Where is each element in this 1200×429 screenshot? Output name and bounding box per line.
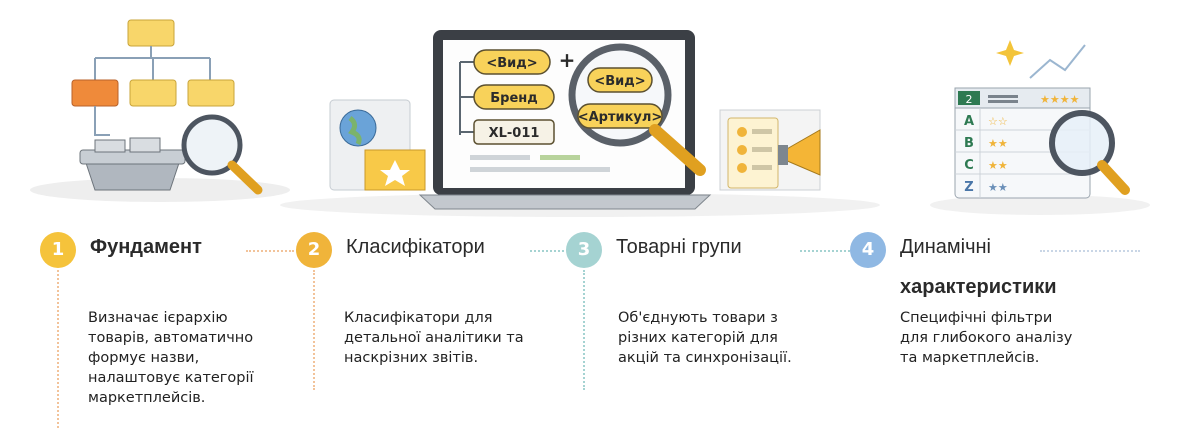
svg-text:★★★★: ★★★★ — [1040, 93, 1080, 106]
step-number-badge: 4 — [850, 232, 886, 268]
step-description: Об'єднують товари з різних категорій для… — [618, 308, 843, 368]
step-2: 2 Класифікатори Класифікатори для деталь… — [296, 228, 561, 428]
step-title: Динамічні — [900, 236, 991, 258]
svg-text:★★: ★★ — [988, 159, 1008, 172]
description-line: та маркетплейсів. — [900, 350, 1040, 366]
svg-text:☆☆: ☆☆ — [988, 115, 1008, 128]
illustration-strip: <Вид> + Бренд XL-011 <Вид> <Артикул> 2 ★… — [30, 19, 1150, 217]
hierarchy-illustration — [30, 19, 290, 202]
step-title: Товарні групи — [616, 236, 742, 258]
description-line: різних категорій для — [618, 330, 778, 346]
step-number-badge: 3 — [566, 232, 602, 268]
connector-vertical — [583, 270, 585, 390]
tag-xl011: XL-011 — [489, 126, 540, 141]
svg-text:★★: ★★ — [988, 181, 1008, 194]
description-line: товарів, автоматично — [88, 330, 254, 346]
step-1: 1 Фундамент Визначає ієрархію товарів, а… — [40, 228, 290, 428]
description-line: для глибокого аналізу — [900, 330, 1073, 346]
connector-3-4 — [800, 250, 850, 252]
description-line: формує назви, — [88, 350, 200, 366]
step-title: Класифікатори — [346, 236, 485, 258]
svg-text:★★: ★★ — [988, 137, 1008, 150]
description-line: маркетплейсів. — [88, 390, 206, 406]
step-description: Визначає ієрархію товарів, автоматично ф… — [88, 308, 298, 408]
description-line: налаштовує категорії — [88, 370, 254, 386]
connector-2-3 — [530, 250, 564, 252]
description-line: Класифікатори для — [344, 310, 493, 326]
connector-vertical — [313, 270, 315, 390]
step-3: 3 Товарні групи Об'єднують товари з різн… — [566, 228, 841, 428]
step-number-badge: 2 — [296, 232, 332, 268]
step-title-line2: характеристики — [900, 276, 1057, 298]
connector-vertical — [57, 270, 59, 428]
step-title: Фундамент — [90, 236, 202, 258]
step-4: 4 Динамічні характеристики Специфічні фі… — [850, 228, 1180, 428]
description-line: Об'єднують товари з — [618, 310, 778, 326]
connector-tail — [1040, 250, 1140, 252]
connector-1-2 — [246, 250, 294, 252]
abc-row-c: C — [964, 158, 974, 173]
step-description: Специфічні фільтри для глибокого аналізу… — [900, 308, 1130, 368]
description-line: Специфічні фільтри — [900, 310, 1053, 326]
abc-header: 2 — [966, 93, 973, 106]
abc-row-b: B — [964, 136, 974, 151]
tag-plus: + — [559, 48, 576, 72]
laptop-illustration: <Вид> + Бренд XL-011 <Вид> <Артикул> — [280, 30, 880, 217]
table-illustration: 2 ★★★★ A B C Z ☆☆ ★★ ★★ ★★ — [930, 40, 1150, 215]
tag-vyd: <Вид> — [486, 56, 537, 71]
description-line: Визначає ієрархію — [88, 310, 228, 326]
description-line: наскрізних звітів. — [344, 350, 479, 366]
description-line: акцій та синхронізації. — [618, 350, 792, 366]
tag-artikul: <Артикул> — [578, 110, 663, 125]
tag-vyd-zoom: <Вид> — [594, 74, 645, 89]
step-number-badge: 1 — [40, 232, 76, 268]
step-description: Класифікатори для детальної аналітики та… — [344, 308, 559, 368]
abc-row-z: Z — [964, 180, 973, 195]
abc-row-a: A — [964, 114, 974, 129]
description-line: детальної аналітики та — [344, 330, 524, 346]
tag-brand: Бренд — [490, 91, 538, 106]
